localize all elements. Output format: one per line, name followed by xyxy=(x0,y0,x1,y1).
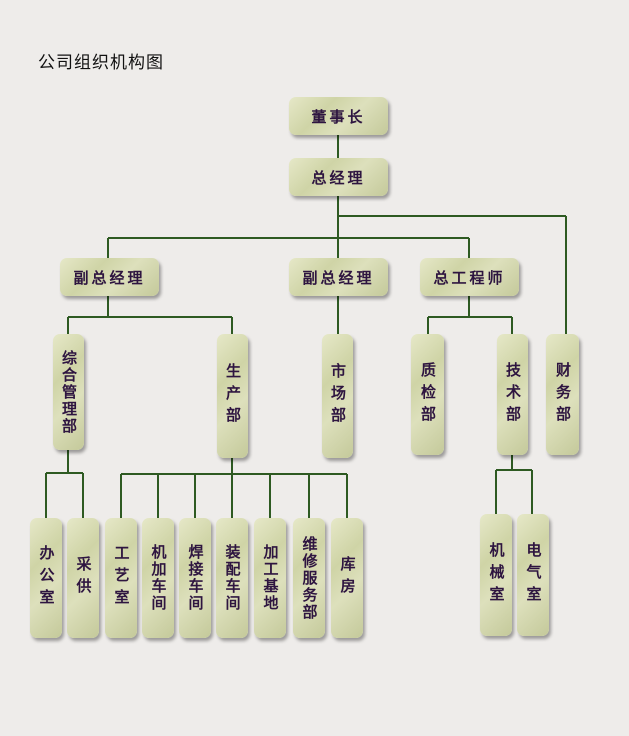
node-assembly-workshop: 装配车间 xyxy=(216,518,248,638)
node-machining-workshop: 机加车间 xyxy=(142,518,174,638)
node-admin-dept: 综合管理部 xyxy=(53,334,84,450)
node-vice-gm-2: 副总经理 xyxy=(289,258,388,296)
node-process-room: 工艺室 xyxy=(105,518,137,638)
node-chief-engineer: 总工程师 xyxy=(420,258,519,296)
node-market-dept: 市场部 xyxy=(322,334,353,458)
node-finance-dept: 财务部 xyxy=(546,334,579,455)
node-purchase: 采供 xyxy=(67,518,99,638)
node-welding-workshop: 焊接车间 xyxy=(179,518,211,638)
node-office: 办公室 xyxy=(30,518,62,638)
chart-title: 公司组织机构图 xyxy=(38,53,164,73)
node-qc-dept: 质检部 xyxy=(411,334,444,455)
node-tech-dept: 技术部 xyxy=(497,334,528,455)
node-production-dept: 生产部 xyxy=(217,334,248,458)
node-maintenance-dept: 维修服务部 xyxy=(293,518,325,638)
node-mechanical-room: 机械室 xyxy=(480,514,512,636)
node-chairman: 董事长 xyxy=(289,97,388,135)
node-warehouse: 库房 xyxy=(331,518,363,638)
node-vice-gm-1: 副总经理 xyxy=(60,258,159,296)
node-electrical-room: 电气室 xyxy=(517,514,549,636)
node-general-manager: 总经理 xyxy=(289,158,388,196)
node-processing-base: 加工基地 xyxy=(254,518,286,638)
